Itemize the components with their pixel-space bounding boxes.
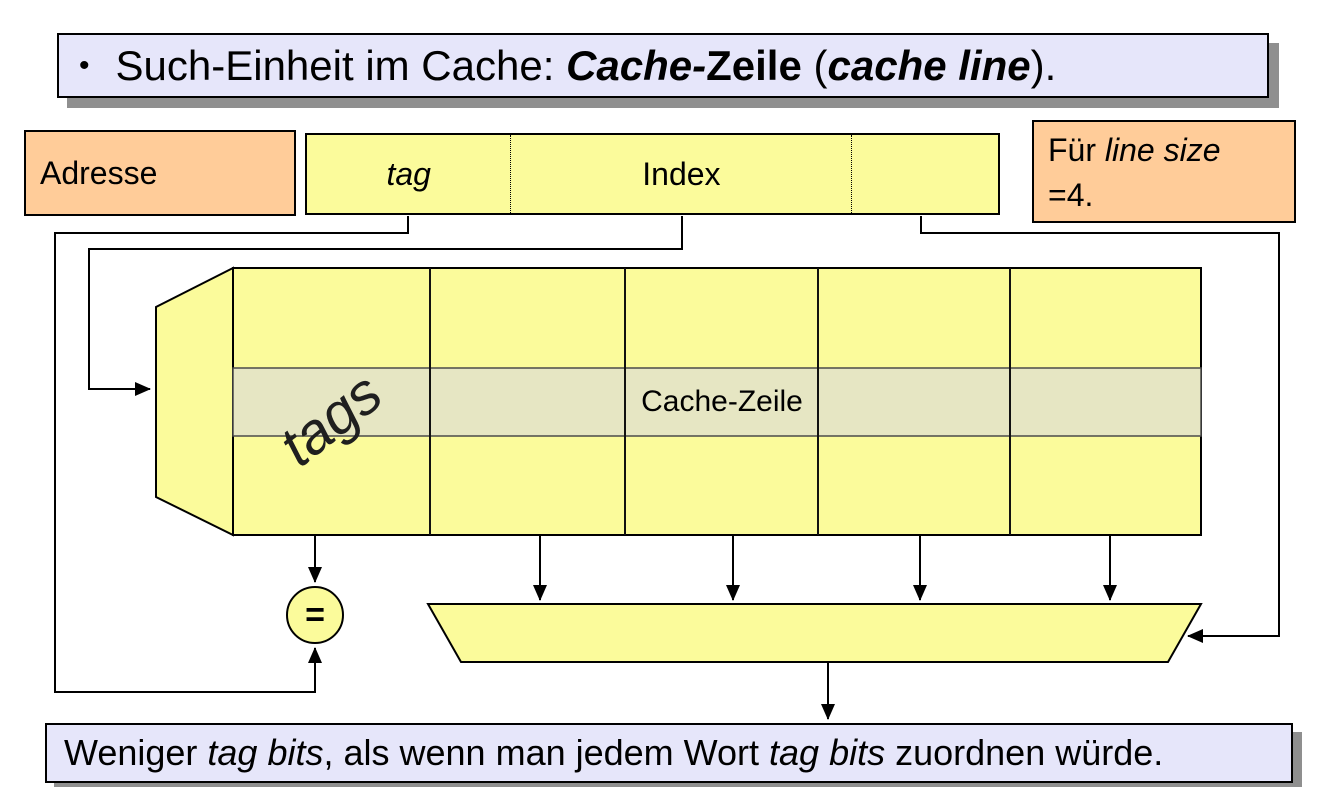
title-text-cache: Cache- [566,41,707,89]
equals-symbol: = [305,595,325,634]
title-text-normal: Such-Einheit im Cache: [115,41,567,89]
note-text-line2: =4. [1048,176,1094,213]
note-text-italic: line size [1104,132,1221,168]
footer-text-post: zuordnen würde. [885,732,1164,773]
wire-tag-to-comparator [54,216,409,693]
footer-box: Weniger tag bits, als wenn man jedem Wor… [45,723,1293,783]
wire-index-to-decoder [88,216,683,396]
title-text-zeile: Zeile [706,41,802,89]
line-size-note-box: Für line size =4. [1032,120,1296,223]
multiplexer-trapezoid [426,603,1203,663]
footer-text-mid: , als wenn man jedem Wort [323,732,770,773]
address-field-index: Index [510,135,851,213]
adresse-label-box: Adresse [24,130,296,216]
cache-line-row-label: Cache-Zeile [641,385,803,418]
comparator-circle: = [286,586,344,644]
title-text-end: ). [1030,41,1057,89]
address-field-box: tag Index [305,133,1000,215]
address-field-offset [851,135,998,213]
tag-decoder-pentagon [155,266,234,537]
title-box: • Such-Einheit im Cache: Cache-Zeile (cac… [57,33,1269,98]
footer-text-italic1: tag bits [207,732,324,773]
note-text-normal: Für [1048,132,1105,168]
bullet-icon: • [79,48,90,82]
wire-offset-to-mux [920,216,1280,643]
address-field-tag: tag [386,155,431,192]
highlighted-cache-line-row [232,367,1202,437]
adresse-label: Adresse [40,154,158,191]
footer-text-italic2: tag bits [769,732,886,773]
column-separators [429,268,1011,535]
footer-text-pre: Weniger [64,732,208,773]
title-text-paren: ( [801,41,828,89]
title-text-cacheline: cache line [827,41,1031,89]
